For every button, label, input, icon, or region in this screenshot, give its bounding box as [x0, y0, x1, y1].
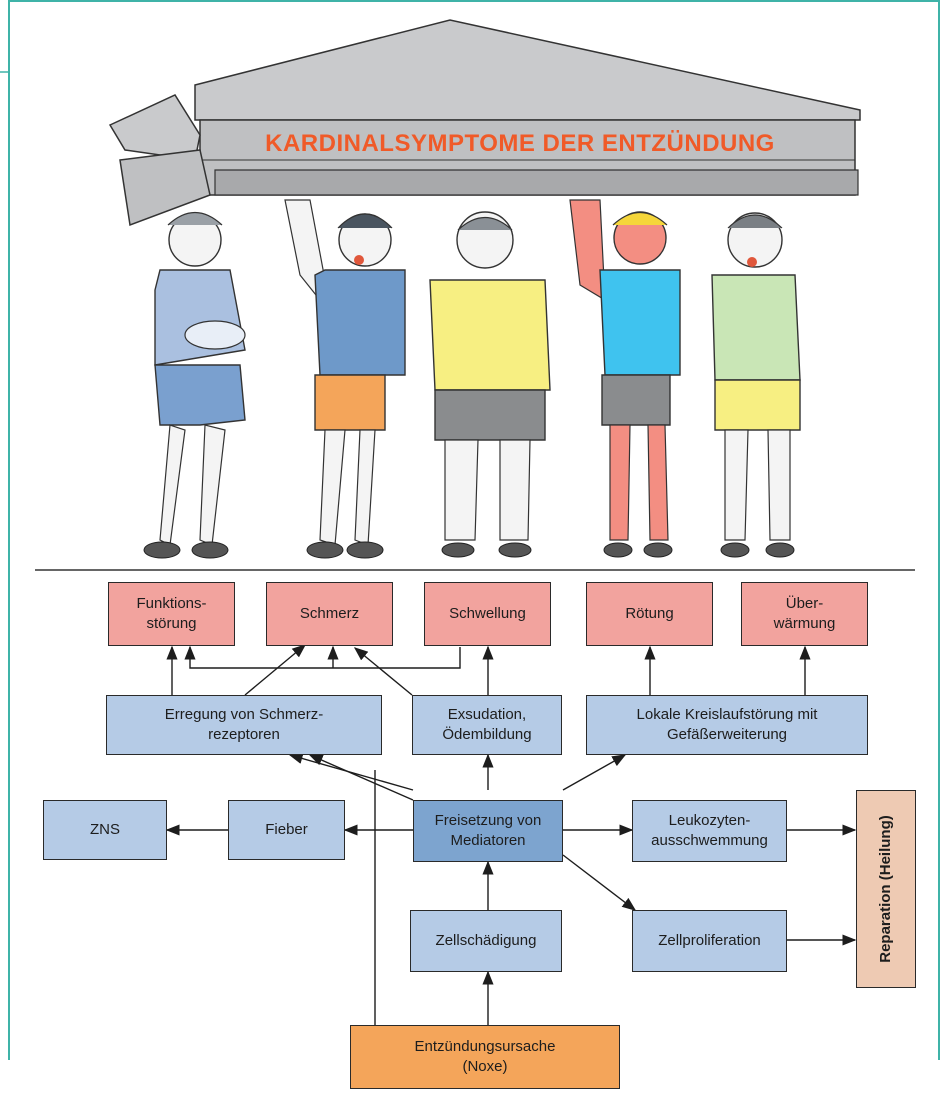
child-figure-icon: [143, 199, 801, 559]
fever-box: Fieber: [228, 800, 345, 860]
temple-roof-icon: [194, 19, 861, 196]
cell-damage-box: Zellschädigung: [410, 910, 562, 972]
diagram-title: KARDINALSYMPTOME DER ENTZÜNDUNG: [265, 130, 775, 157]
repair-label: Reparation (Heilung): [877, 815, 895, 963]
mediators-box: Freisetzung von Mediatoren: [413, 800, 563, 862]
symptom-functional-impairment: Funktions- störung: [108, 582, 235, 646]
connector-lines: [165, 644, 857, 1025]
mechanism-circulation: Lokale Kreislaufstörung mit Gefäßerweite…: [586, 695, 868, 755]
symptom-pain: Schmerz: [266, 582, 393, 646]
broken-column-icon: [108, 94, 211, 227]
cns-box: ZNS: [43, 800, 167, 860]
leukocytes-box: Leukozyten- ausschwemmung: [632, 800, 787, 862]
mechanism-exudation: Exsudation, Ödembildung: [412, 695, 562, 755]
symptom-swelling: Schwellung: [424, 582, 551, 646]
cause-box: Entzündungsursache (Noxe): [350, 1025, 620, 1089]
diagram-frame: [8, 0, 940, 1060]
symptom-heat: Über- wärmung: [741, 582, 868, 646]
repair-box: Reparation (Heilung): [856, 790, 916, 988]
mechanism-pain-receptors: Erregung von Schmerz- rezeptoren: [106, 695, 382, 755]
cell-proliferation-box: Zellproliferation: [632, 910, 787, 972]
symptom-redness: Rötung: [586, 582, 713, 646]
